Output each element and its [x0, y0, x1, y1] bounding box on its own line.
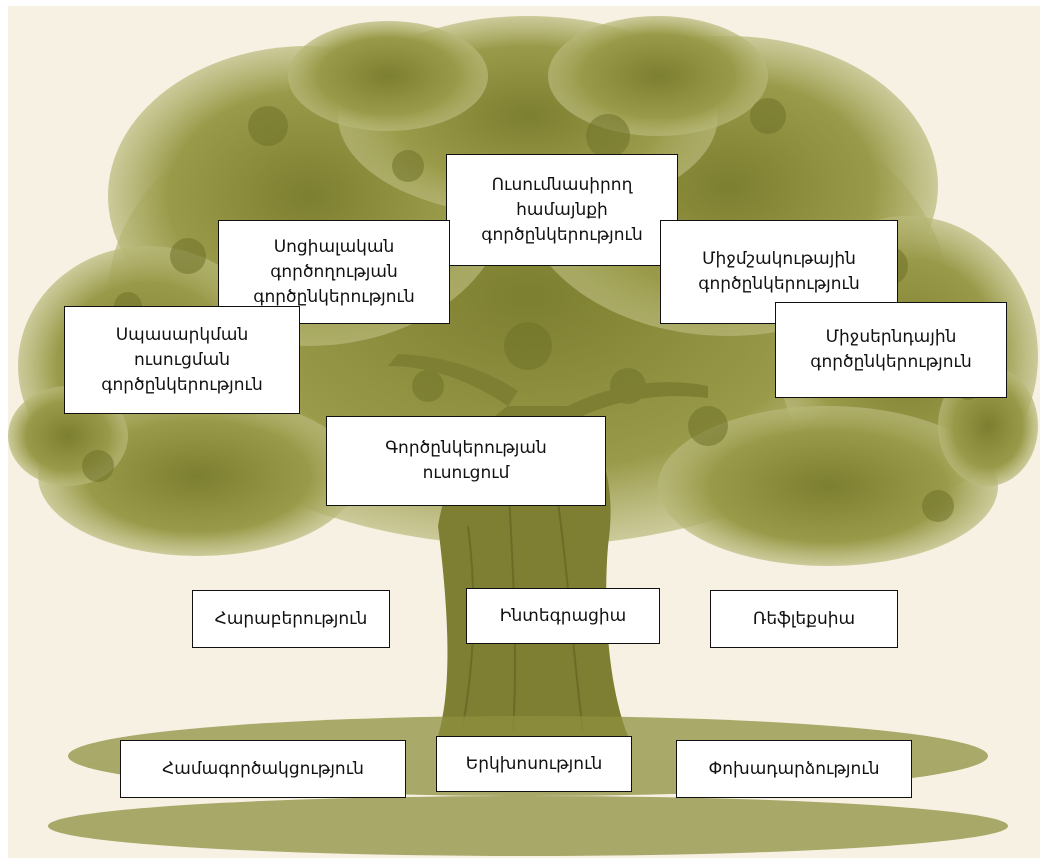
partnership-learning-box: Գործընկերության ուսուցում [326, 416, 606, 506]
collaboration-box: Համագործակցություն [120, 740, 406, 798]
relationship-box: Հարաբերություն [192, 590, 390, 648]
reflection-box: Ռեֆլեքսիա [710, 590, 898, 648]
dialogue-box: Երկխոսություն [436, 736, 632, 792]
reciprocity-box: Փոխադարձություն [676, 740, 912, 798]
interdisciplinary-partnership-box: Միջսերնդային գործընկերություն [775, 302, 1007, 398]
service-learning-partnership-box: Սպասարկման ուսուցման գործընկերություն [64, 306, 300, 414]
diagram-canvas: Ուսումնասիրող համայնքի գործընկերություն … [8, 6, 1040, 858]
learning-community-partnership-box: Ուսումնասիրող համայնքի գործընկերություն [446, 154, 678, 266]
integration-box: Ինտեգրացիա [466, 588, 660, 644]
